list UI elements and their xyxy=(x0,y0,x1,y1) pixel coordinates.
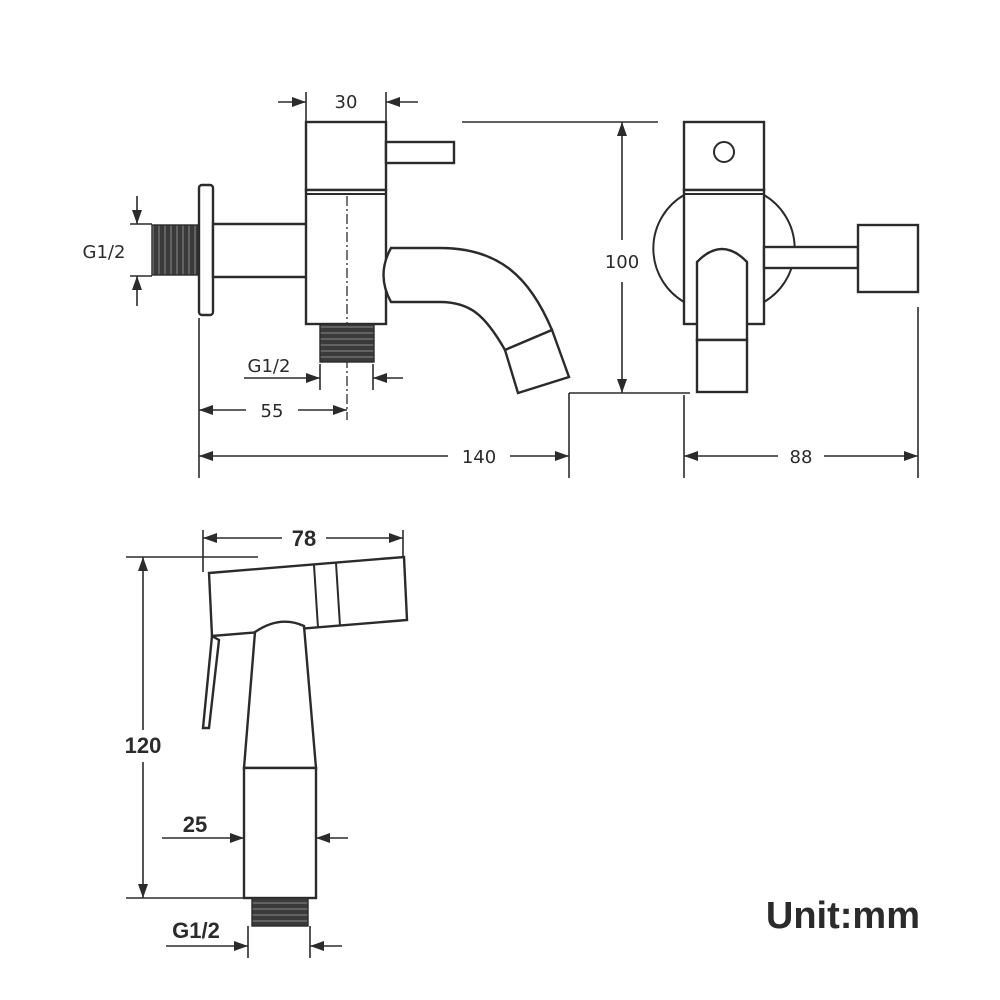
spout xyxy=(382,246,554,352)
side-rosette xyxy=(652,194,685,303)
sprayer-handle xyxy=(242,620,318,770)
valve-body xyxy=(304,188,388,326)
dim-sprayer-thread: G1/2 xyxy=(172,918,220,943)
dim-spout-width: 30 xyxy=(335,92,358,113)
sprayer-grip xyxy=(242,766,318,900)
dim-length: 140 xyxy=(462,447,496,468)
body-top-cap xyxy=(304,120,388,192)
dim-offset: 55 xyxy=(261,401,284,422)
sprayer-thread xyxy=(251,897,309,927)
side-lever-knob xyxy=(856,223,920,294)
bottom-thread xyxy=(319,323,375,363)
lever-handle xyxy=(384,140,456,165)
side-spout xyxy=(695,247,749,342)
sprayer-dimensions: 78 120 25 G1/2 xyxy=(125,526,404,958)
unit-label: Unit:mm xyxy=(766,895,920,937)
dim-inlet-thread: G1/2 xyxy=(83,242,126,263)
faucet-side-view xyxy=(652,120,920,394)
dim-depth: 88 xyxy=(790,447,813,468)
sprayer-head xyxy=(207,555,409,638)
side-hole xyxy=(713,141,735,163)
dim-sprayer-height: 120 xyxy=(125,733,162,758)
wall-flange xyxy=(197,183,215,317)
side-lever-arm xyxy=(762,245,860,270)
faucet-dimensions: 30 G1/2 G1/2 55 140 xyxy=(83,92,919,478)
sprayer-view xyxy=(201,555,409,927)
dim-head-width: 78 xyxy=(292,526,316,551)
sprayer-trigger xyxy=(201,634,221,730)
faucet-front-view xyxy=(151,120,571,420)
dim-handle-width: 25 xyxy=(183,812,207,837)
dim-bottom-thread: G1/2 xyxy=(248,356,291,377)
dim-height: 100 xyxy=(605,252,639,273)
side-spout-tip xyxy=(695,338,749,394)
inlet-thread xyxy=(151,224,199,276)
spout-tip xyxy=(503,328,571,395)
side-top-block xyxy=(682,120,766,192)
inlet-pipe xyxy=(211,222,313,279)
